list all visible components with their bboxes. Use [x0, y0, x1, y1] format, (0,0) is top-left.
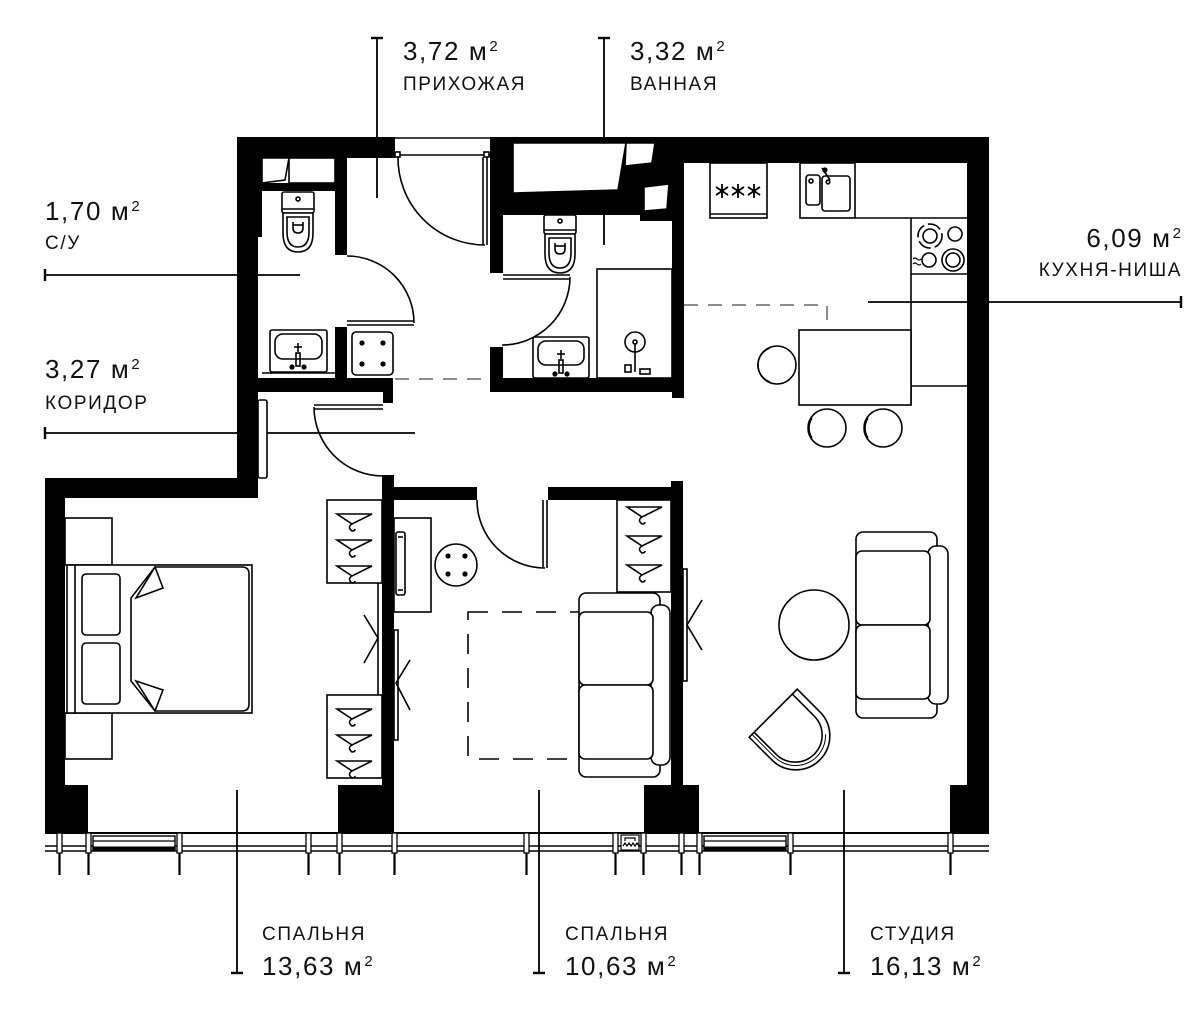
room-area-studio: 16,13 м2 [870, 953, 981, 979]
room-name-koridor: КОРИДОР [45, 393, 149, 414]
area-unit-power: 2 [972, 953, 981, 970]
cooktop-icon [912, 223, 965, 272]
bar-stools [757, 345, 903, 448]
radiator-icon [620, 834, 640, 851]
armchair-icon [748, 688, 831, 771]
area-unit-power: 2 [489, 38, 498, 55]
window-band [45, 832, 989, 875]
bathroom-niche [512, 142, 670, 212]
entrance-door [394, 137, 490, 246]
coffee-table [778, 589, 850, 661]
area-unit: м [951, 951, 972, 981]
room-area-bedroom-2: 10,63 м2 [565, 953, 676, 979]
bedroom-2-furniture [393, 499, 703, 778]
toilet-icon [281, 191, 315, 253]
doors [313, 255, 571, 569]
wardrobe [616, 499, 672, 593]
room-name-vannaya: ВАННАЯ [630, 74, 719, 95]
room-area-su: 1,70 м2 [45, 198, 140, 224]
room-area-prihozhaya: 3,72 м2 [403, 38, 498, 64]
washing-machine-icon [351, 331, 394, 376]
room-name-bedroom-2: СПАЛЬНЯ [565, 924, 670, 945]
corridor-closet [257, 399, 268, 479]
sofa-icon [855, 531, 949, 719]
closet-door-marks [363, 583, 411, 741]
room-name-su: С/У [45, 233, 81, 254]
door-bathroom [501, 274, 571, 346]
sink-icon [262, 329, 335, 374]
sofa-icon [578, 592, 671, 778]
shower-icon [596, 268, 673, 379]
area-unit: м [695, 36, 716, 66]
room-name-bedroom-1: СПАЛЬНЯ [262, 924, 367, 945]
area-value: 6,09 [1086, 223, 1144, 253]
hall-fixtures [257, 331, 394, 479]
area-unit: м [110, 196, 131, 226]
room-boundaries [395, 304, 828, 380]
area-unit-power: 2 [1172, 225, 1181, 242]
kitchen-island-table [798, 329, 912, 406]
closet-door-marks [682, 568, 703, 682]
area-unit-power: 2 [364, 953, 373, 970]
kitchen-sink-icon [799, 162, 856, 219]
area-unit: м [343, 951, 364, 981]
area-value: 3,27 [45, 354, 103, 384]
area-unit: м [646, 951, 667, 981]
leader-lines [43, 36, 1183, 975]
bedroom-1-furniture [64, 499, 411, 779]
wardrobe [326, 694, 383, 779]
wardrobe [326, 499, 383, 584]
area-unit: м [468, 36, 489, 66]
door-su [346, 255, 415, 326]
area-unit-power: 2 [131, 198, 140, 215]
stool [434, 543, 478, 587]
nightstand [64, 712, 113, 760]
area-value: 10,63 [565, 951, 639, 981]
room-name-studio: СТУДИЯ [870, 924, 956, 945]
area-value: 3,72 [403, 36, 461, 66]
bathtub [512, 142, 627, 194]
door-bedroom-2 [476, 499, 548, 569]
kitchen-fixtures [709, 162, 967, 448]
walls [45, 137, 989, 833]
bathroom-fixtures [532, 214, 673, 379]
area-unit-power: 2 [667, 953, 676, 970]
room-name-prihozhaya: ПРИХОЖАЯ [403, 74, 527, 95]
studio-furniture [748, 531, 949, 771]
room-area-bedroom-1: 13,63 м2 [262, 953, 373, 979]
room-area-kitchen: 6,09 м2 [1086, 225, 1181, 251]
room-name-kitchen: КУХНЯ-НИША [1038, 260, 1182, 281]
area-unit: м [1152, 223, 1172, 253]
area-unit: м [110, 354, 131, 384]
nightstand [64, 517, 113, 566]
room-area-koridor: 3,27 м2 [45, 356, 140, 382]
rug-outline [467, 611, 581, 760]
bed-icon [66, 564, 253, 714]
fridge-icon [709, 162, 768, 219]
toilet-icon [543, 214, 577, 274]
window-mullions [56, 832, 954, 875]
door-bedroom-1 [313, 404, 384, 477]
area-value: 13,63 [262, 951, 336, 981]
sink-icon [532, 336, 590, 379]
area-value: 16,13 [870, 951, 944, 981]
room-area-vannaya: 3,32 м2 [630, 38, 725, 64]
area-value: 1,70 [45, 196, 103, 226]
area-value: 3,32 [630, 36, 688, 66]
su-fixtures [261, 157, 336, 374]
area-unit-power: 2 [131, 356, 140, 373]
balcony-door-1 [92, 835, 176, 851]
desk [393, 517, 432, 613]
balcony-door-2 [703, 835, 787, 851]
area-unit-power: 2 [716, 38, 725, 55]
